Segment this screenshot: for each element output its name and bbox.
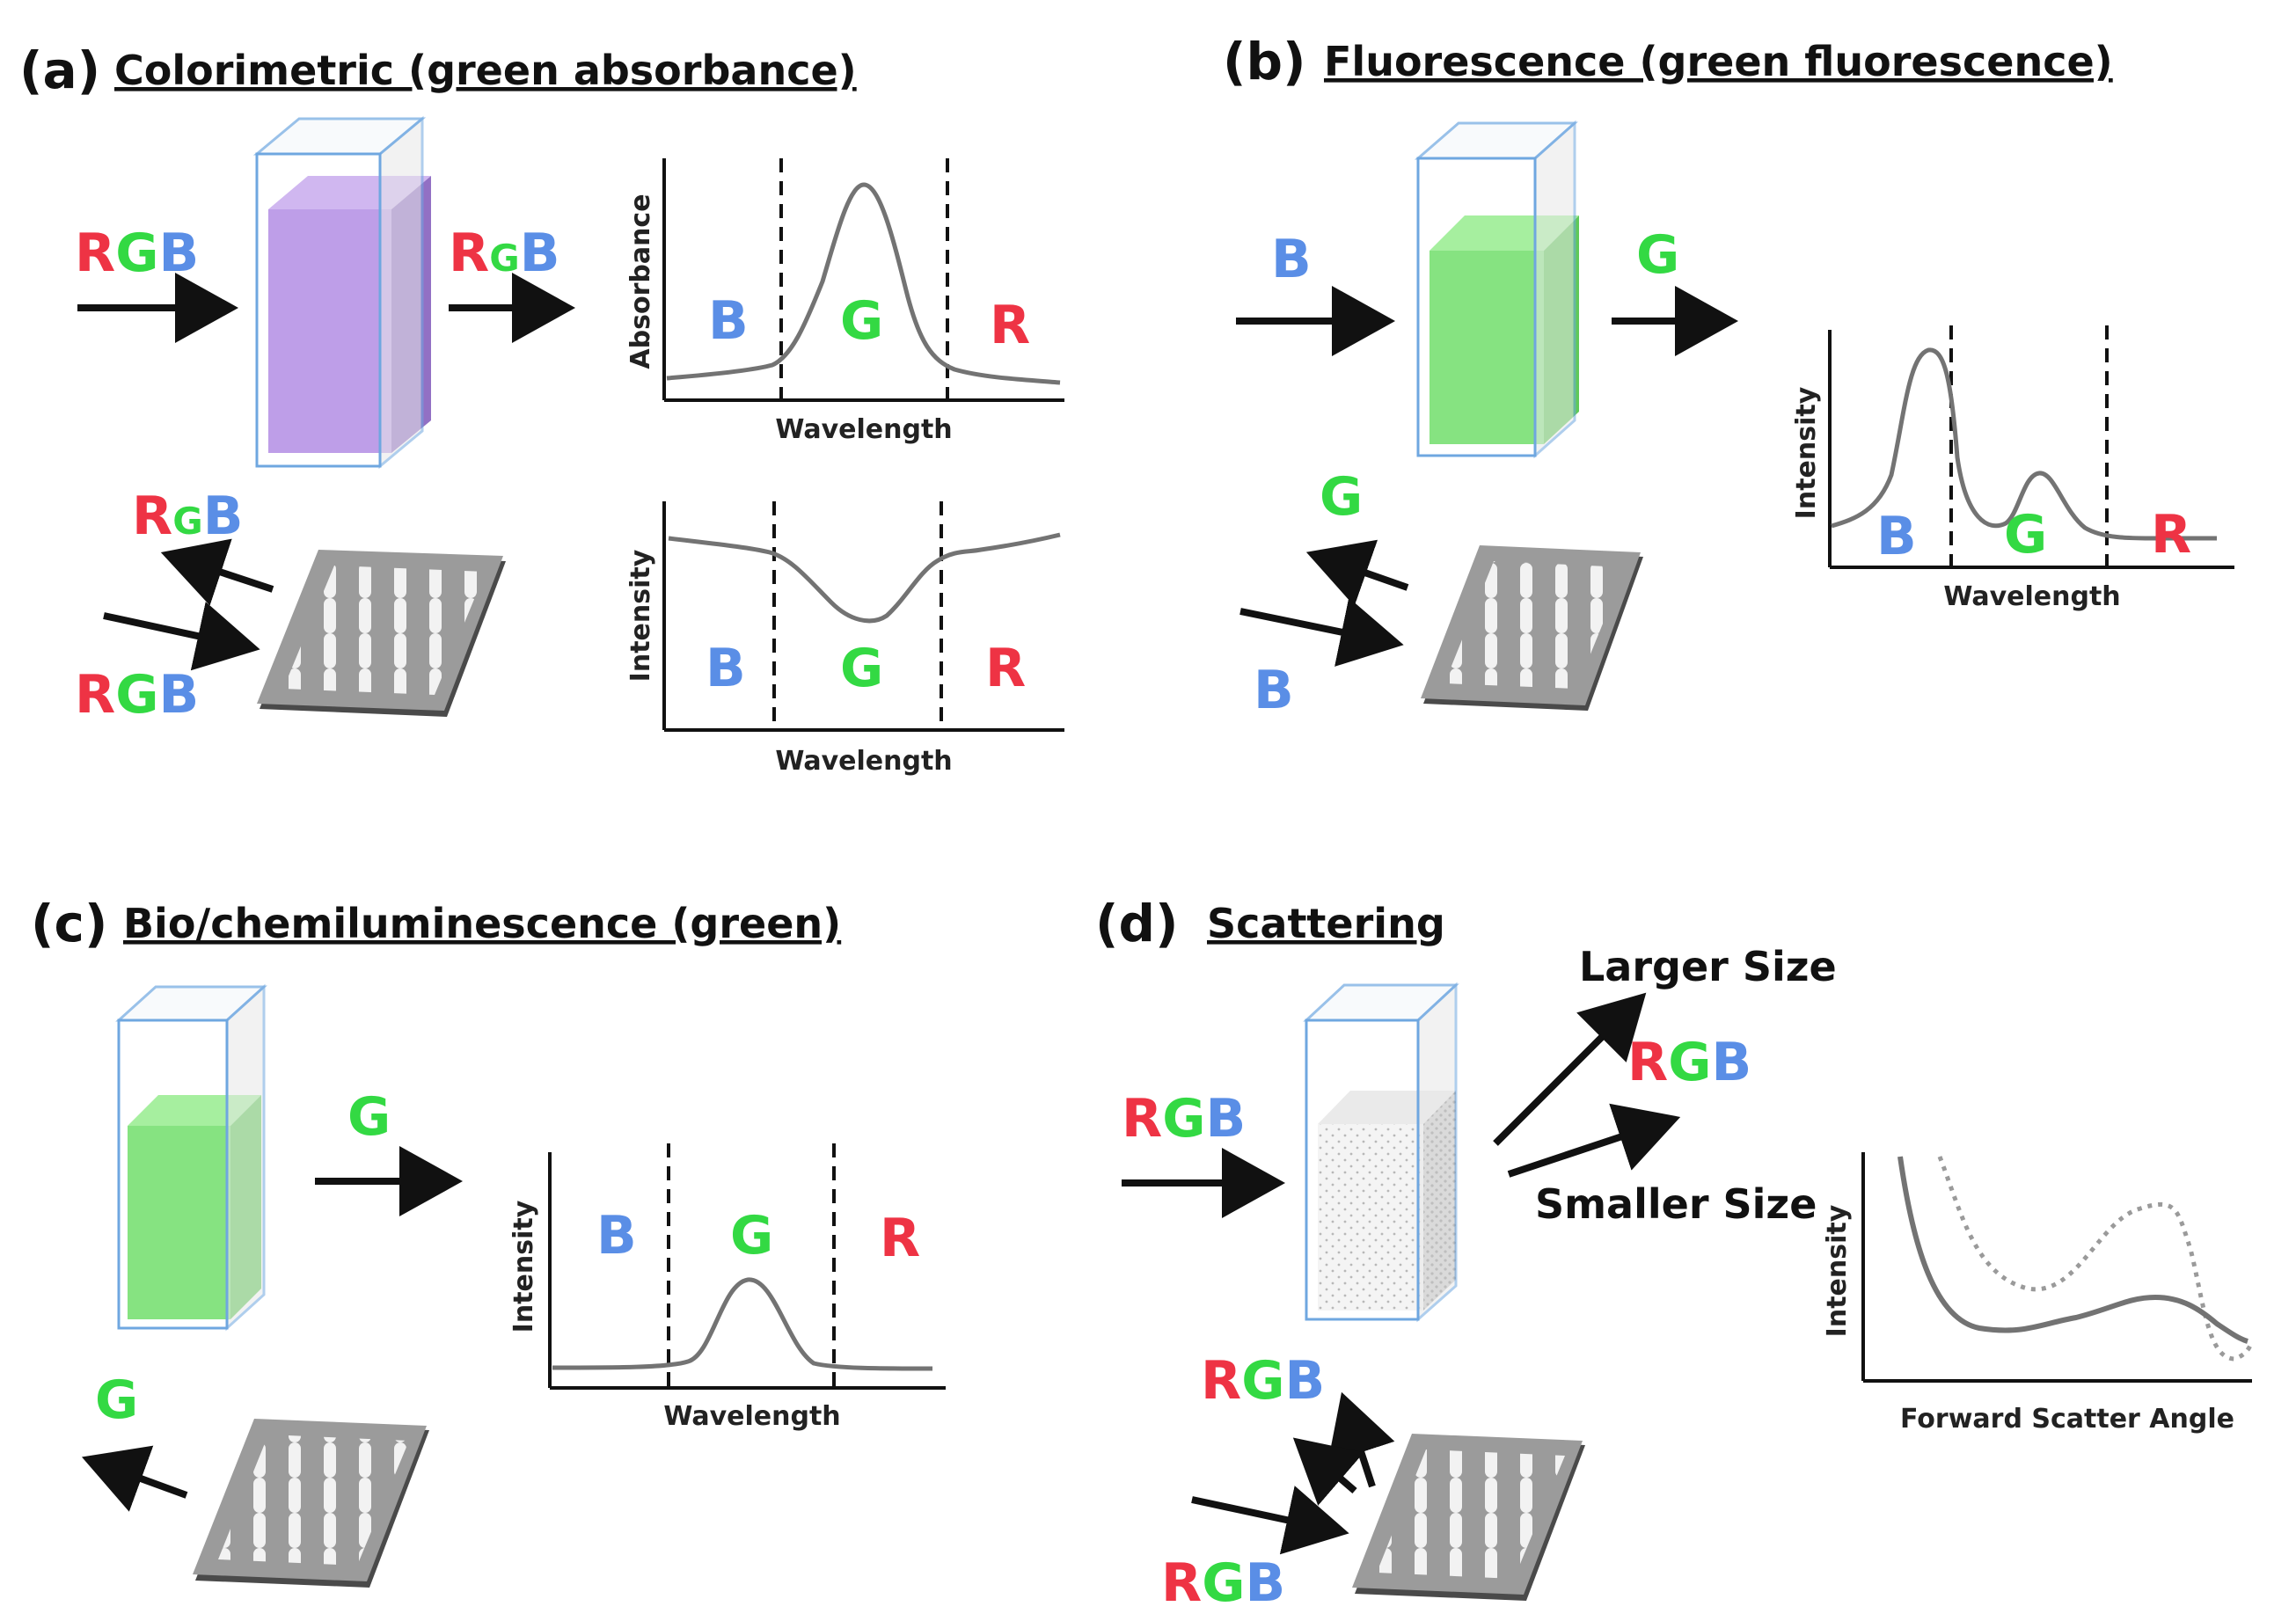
panel-c-plate-arrow-out (81, 1445, 188, 1512)
panel-a-incoming-rgb: RGB (75, 223, 199, 284)
panel-a-title: Colorimetric (green absorbance) (114, 47, 857, 94)
panel-a-int-curve (668, 532, 1061, 624)
panel-d-incoming-rgb: RGB (1122, 1088, 1246, 1150)
panel-a-int-ylabel: Intensity (625, 549, 656, 682)
panel-c-region-r: R (880, 1208, 920, 1269)
panel-b-plate-arrow-out (1305, 539, 1409, 607)
panel-c-tag: (c) (31, 894, 107, 953)
panel-a-header: (a) Colorimetric (green absorbance) (19, 40, 857, 100)
panel-c-intensity-chart: B G R Intensity Wavelength (508, 1143, 946, 1432)
panel-d-microplate (1352, 1434, 1585, 1601)
panel-d-ylabel: Intensity (1822, 1204, 1853, 1337)
panel-d-curve-smaller (1897, 1156, 2248, 1344)
panel-b-header: (b) Fluorescence (green fluorescence) (1223, 32, 2113, 91)
panel-c-region-g: G (730, 1205, 773, 1267)
panel-d-header: (d) Scattering (1095, 894, 1445, 953)
panel-d-arrow-larger (1493, 992, 1647, 1146)
panel-d-arrow-smaller (1507, 1103, 1681, 1178)
panel-b-ylabel: Intensity (1791, 386, 1822, 519)
panel-d-larger-size-label: Larger Size (1579, 943, 1837, 990)
panel-c-plate-g: G (95, 1369, 138, 1431)
panel-a-outgoing-rgb: RGB (449, 223, 559, 284)
panel-b-xlabel: Wavelength (1943, 581, 2120, 612)
panel-b-plate-reflected-g: G (1320, 466, 1363, 528)
panel-d-plate-incoming-rgb: RGB (1161, 1552, 1285, 1614)
panel-d-cuvette (1303, 982, 1459, 1323)
panel-b-cuvette (1414, 120, 1579, 459)
panel-a-plate-incoming-rgb: RGB (75, 664, 199, 726)
panel-c-title: Bio/chemiluminescence (green) (123, 900, 841, 947)
panel-b-plate-incoming-b: B (1254, 660, 1294, 721)
panel-a-tag: (a) (19, 40, 100, 100)
panel-a-intensity-chart: B G R Intensity Wavelength (625, 501, 1064, 777)
panel-a-abs-xlabel: Wavelength (775, 414, 952, 445)
panel-c-header: (c) Bio/chemiluminescence (green) (31, 894, 841, 953)
panel-a-abs-region-r: R (990, 295, 1030, 356)
panel-b-intensity-chart: B G R Intensity Wavelength (1791, 325, 2234, 612)
panel-d-title: Scattering (1207, 900, 1445, 947)
panel-a-int-xlabel: Wavelength (775, 746, 952, 777)
panel-b-curve (1831, 347, 2217, 541)
panel-c-xlabel: Wavelength (663, 1401, 840, 1432)
panel-b-region-r: R (2151, 504, 2191, 566)
panel-d-plate-arrow-in (1191, 1486, 1349, 1555)
panel-d-scatter-chart: Intensity Forward Scatter Angle (1822, 1152, 2255, 1435)
panel-a-microplate (257, 550, 506, 717)
panel-d-tag: (d) (1095, 894, 1179, 953)
panel-c-ylabel: Intensity (508, 1200, 539, 1333)
panel-a-abs-region-b: B (708, 290, 749, 352)
panel-a-plate-reflected-rgb: RGB (132, 486, 243, 547)
panel-b-region-b: B (1876, 506, 1917, 567)
panel-a-int-region-r: R (985, 638, 1026, 699)
panel-c-outgoing-g: G (347, 1086, 391, 1148)
panel-d-scattered-rgb: RGB (1627, 1032, 1751, 1093)
panel-a-abs-ylabel: Absorbance (625, 193, 656, 369)
panel-d-xlabel: Forward Scatter Angle (1900, 1404, 2234, 1435)
panel-a-abs-curve (666, 182, 1061, 385)
panel-b-region-g: G (2004, 504, 2047, 566)
panel-d-plate-arrow-up-left (1292, 1437, 1364, 1506)
panel-a-int-region-g: G (840, 638, 883, 699)
panel-d-plate-arrow-up (1327, 1391, 1395, 1488)
panel-a-absorbance-chart: B G R Absorbance Wavelength (625, 158, 1064, 445)
panel-a-plate-arrow-in (103, 602, 260, 671)
panel-a-cuvette (252, 115, 431, 470)
panel-a-abs-region-g: G (840, 290, 883, 352)
panel-d-plate-reflected-rgb: RGB (1201, 1350, 1325, 1412)
panel-c-curve (552, 1277, 933, 1371)
panel-b-tag: (b) (1223, 32, 1306, 91)
panel-c-microplate (193, 1419, 429, 1588)
panel-d-curve-larger (1937, 1156, 2255, 1362)
panel-b-plate-arrow-in (1239, 597, 1404, 667)
panel-c-region-b: B (596, 1205, 637, 1267)
panel-b-title: Fluorescence (green fluorescence) (1324, 38, 2113, 85)
panel-b-incoming-b: B (1271, 229, 1312, 290)
panel-a-plate-arrow-out (160, 538, 274, 606)
panel-d-smaller-size-label: Smaller Size (1535, 1180, 1817, 1228)
panel-c-cuvette (115, 983, 267, 1332)
panel-b-outgoing-g: G (1636, 224, 1679, 286)
panel-b-microplate (1421, 545, 1643, 711)
panel-a-int-region-b: B (706, 638, 746, 699)
